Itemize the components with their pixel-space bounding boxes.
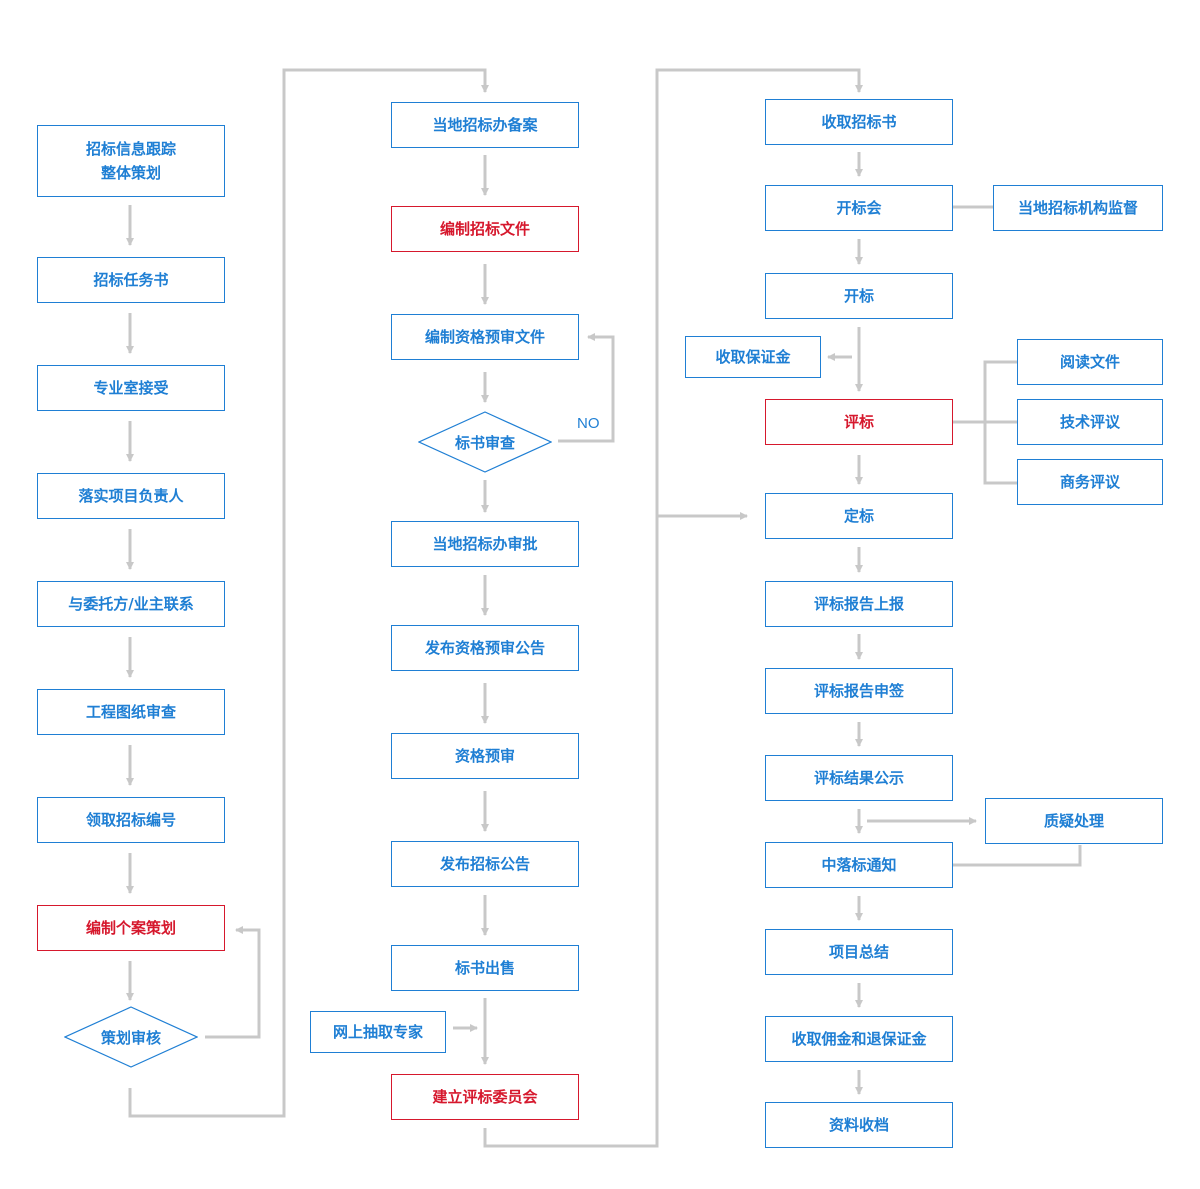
node-business-review: 商务评议 — [1017, 459, 1163, 505]
node-local-filing: 当地招标办备案 — [391, 102, 579, 148]
node-award-notice: 中落标通知 — [765, 842, 953, 888]
node-contact-client: 与委托方/业主联系 — [37, 581, 225, 627]
diamond-shape — [418, 411, 552, 473]
node-archive: 资料收档 — [765, 1102, 953, 1148]
line-objection-back — [953, 845, 1082, 867]
node-tracking-line2: 整体策划 — [100, 164, 161, 182]
arrow-c1-to-c2 — [128, 68, 489, 1118]
label-no: NO — [577, 415, 600, 432]
node-evaluate: 评标 — [765, 399, 953, 445]
node-decide: 定标 — [765, 493, 953, 539]
node-task-book: 招标任务书 — [37, 257, 225, 303]
node-publish-notice: 发布招标公告 — [391, 841, 579, 887]
node-compile-docs: 编制招标文件 — [391, 206, 579, 252]
node-collect-deposit: 收取保证金 — [685, 336, 821, 378]
node-read-docs: 阅读文件 — [1017, 339, 1163, 385]
node-opening-meeting: 开标会 — [765, 185, 953, 231]
arrow-no-loop — [558, 333, 615, 443]
decision-plan-review-label: 策划审核 — [100, 1028, 161, 1047]
node-assign-lead: 落实项目负责人 — [37, 473, 225, 519]
node-local-approval: 当地招标办审批 — [391, 521, 579, 567]
arrow-plan-review-back — [205, 926, 261, 1039]
node-commission: 收取佣金和退保证金 — [765, 1016, 953, 1062]
decision-doc-review-label: 标书审查 — [454, 433, 515, 452]
arrow-c2-to-c3 — [483, 68, 863, 1148]
node-prequal: 资格预审 — [391, 733, 579, 779]
node-draw-experts: 网上抽取专家 — [310, 1011, 446, 1053]
node-report-submit: 评标报告上报 — [765, 581, 953, 627]
node-tech-review: 技术评议 — [1017, 399, 1163, 445]
node-drawing-review: 工程图纸审查 — [37, 689, 225, 735]
line-business — [983, 422, 1017, 485]
node-open-bids: 开标 — [765, 273, 953, 319]
node-get-number: 领取招标编号 — [37, 797, 225, 843]
decision-plan-review: 策划审核 — [64, 1006, 198, 1068]
node-objection: 质疑处理 — [985, 798, 1163, 844]
node-sell-docs: 标书出售 — [391, 945, 579, 991]
diamond-shape — [64, 1006, 198, 1068]
node-tracking-line1: 招标信息跟踪 — [85, 140, 176, 158]
node-supervision: 当地招标机构监督 — [993, 185, 1163, 231]
node-case-plan: 编制个案策划 — [37, 905, 225, 951]
node-publish-prequal: 发布资格预审公告 — [391, 625, 579, 671]
node-summary: 项目总结 — [765, 929, 953, 975]
line-read-docs — [983, 360, 1017, 422]
node-committee: 建立评标委员会 — [391, 1074, 579, 1120]
node-dept-accept: 专业室接受 — [37, 365, 225, 411]
node-result-publicity: 评标结果公示 — [765, 755, 953, 801]
node-collect-bids: 收取招标书 — [765, 99, 953, 145]
node-report-sign: 评标报告申签 — [765, 668, 953, 714]
node-compile-prequal: 编制资格预审文件 — [391, 314, 579, 360]
decision-doc-review: 标书审查 — [418, 411, 552, 473]
node-tracking-planning: 招标信息跟踪 整体策划 — [37, 125, 225, 197]
